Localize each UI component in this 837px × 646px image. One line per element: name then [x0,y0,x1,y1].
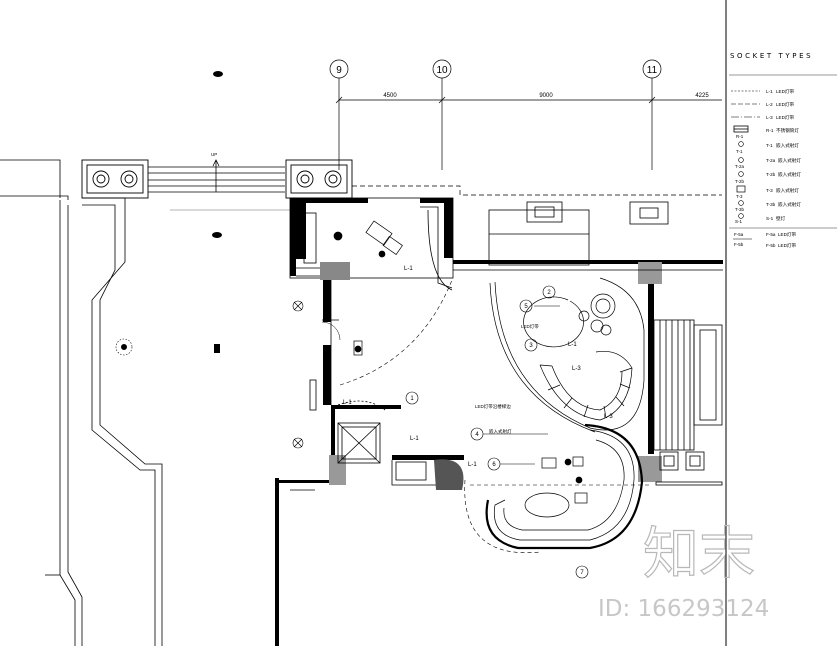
lighting-zones [339,279,650,554]
grid-axis-9: 9 [336,65,342,76]
callout-1: 1 [410,396,414,402]
legend-desc-t2a: 嵌入式射灯 [778,157,801,164]
legend-desc-t2b: 嵌入式射灯 [778,171,801,178]
dimension-1: 4500 [383,93,397,99]
note-2: LED灯带沿楼梯边 [475,403,511,410]
legend-code-l2: L-2 [766,102,773,107]
legend-symbol-t3: T-3 [736,185,746,199]
legend-code-t2b: T-2b [766,172,776,177]
legend-desc-t3b: 嵌入式射灯 [778,201,801,208]
legend-code-f5a: F-5a [766,232,776,237]
planter-right [285,159,353,199]
fixture-label-1: L-1 [404,266,413,272]
legend-mark-t3b: T-3b [735,207,745,212]
legend-mark-f5a: F-5a [734,232,744,237]
legend-code-r1: R-1 [766,128,774,133]
callout-6: 6 [492,462,496,468]
legend-desc-r1: 不锈钢筒灯 [776,127,799,134]
legend-code-t3b: T-3b [766,202,776,207]
legend-mark-r1: R-1 [736,134,744,139]
legend-mark-s1: S-1 [735,219,743,224]
legend-symbol-f5: F-5a F-5b [733,232,752,247]
building-outlines [289,197,723,491]
legend-code-l1: L-1 [766,89,773,94]
exterior-outline [0,159,285,646]
note-3: 嵌入式射灯 [489,428,512,435]
legend-code-f5b: F-5b [766,243,776,248]
callout-bubbles [405,285,589,579]
legend-symbol-r1: R-1 [733,125,749,139]
legend-code-t3: T-3 [766,188,773,193]
legend-desc-t3: 嵌入式射灯 [776,187,799,194]
legend-desc-f5b: LED灯带 [778,242,797,249]
stair-up-label: UP [211,152,217,157]
dimension-3: 4225 [695,93,709,99]
callout-5: 5 [524,304,528,310]
legend-mark-t2a: T-2a [735,164,745,169]
legend-symbol-s1: S-1 [735,213,744,224]
fixture-label-4: L-1 [468,462,477,468]
legend-desc-f5a: LED灯带 [778,231,797,238]
watermark: 知末 ID: 166293124 [598,521,769,622]
legend-mark-t3: T-3 [736,194,743,199]
watermark-logo-text: 知末 [643,522,755,587]
legend-code-s1: S-1 [766,216,774,221]
legend-panel: SOCKET TYPES L-1 LED灯带 L-2 LED灯带 L-3 LED… [725,0,837,646]
legend-code-t1: T-1 [766,143,773,148]
callout-7: 7 [580,570,584,576]
legend-mark-t2b: T-2b [735,179,745,184]
terrace-edge [352,185,722,196]
grid-axes [329,59,722,170]
callout-4: 4 [475,432,479,438]
callout-2: 2 [547,290,551,296]
legend-symbol-t1: T-1 [736,141,744,154]
legend-desc-l2: LED灯带 [776,101,795,108]
fixture-label-5: L-1 [568,342,577,348]
legend-desc-l3: LED灯带 [776,114,795,121]
legend-title: SOCKET TYPES [730,52,813,60]
plant-icons [115,71,223,356]
legend-mark-f5b: F-5b [734,242,744,247]
fixture-label-3: L-1 [410,436,419,442]
wall-light-markers [292,300,304,449]
fixture-label-6: L-3 [572,366,581,372]
legend-mark-t1: T-1 [736,149,743,154]
legend-code-l3: L-3 [766,115,773,120]
callout-3: 3 [529,343,533,349]
legend-symbol-t3b: T-3b [735,200,745,212]
lounge-area [485,423,644,550]
grid-axis-11: 11 [647,65,658,76]
building-walls [275,198,723,646]
grid-axis-10: 10 [436,65,448,76]
fixture-label-2: L-1 [343,400,352,406]
note-1: LED灯带 [521,323,539,330]
legend-symbol-t2a: T-2a [735,157,745,169]
right-staircase [653,319,723,486]
dimension-2: 9000 [539,93,553,99]
fixture-label-7: L-3 [604,414,613,420]
legend-code-t2a: T-2a [766,158,776,163]
legend-desc-s1: 壁灯 [776,215,786,222]
watermark-id: ID: 166293124 [598,596,769,622]
legend-desc-l1: LED灯带 [776,88,795,95]
spiral-stair [489,277,645,433]
legend-desc-t1: 嵌入式射灯 [776,142,799,149]
legend-symbol-t2b: T-2b [735,171,745,184]
reception-furniture [333,220,403,356]
planter-left [81,159,149,199]
